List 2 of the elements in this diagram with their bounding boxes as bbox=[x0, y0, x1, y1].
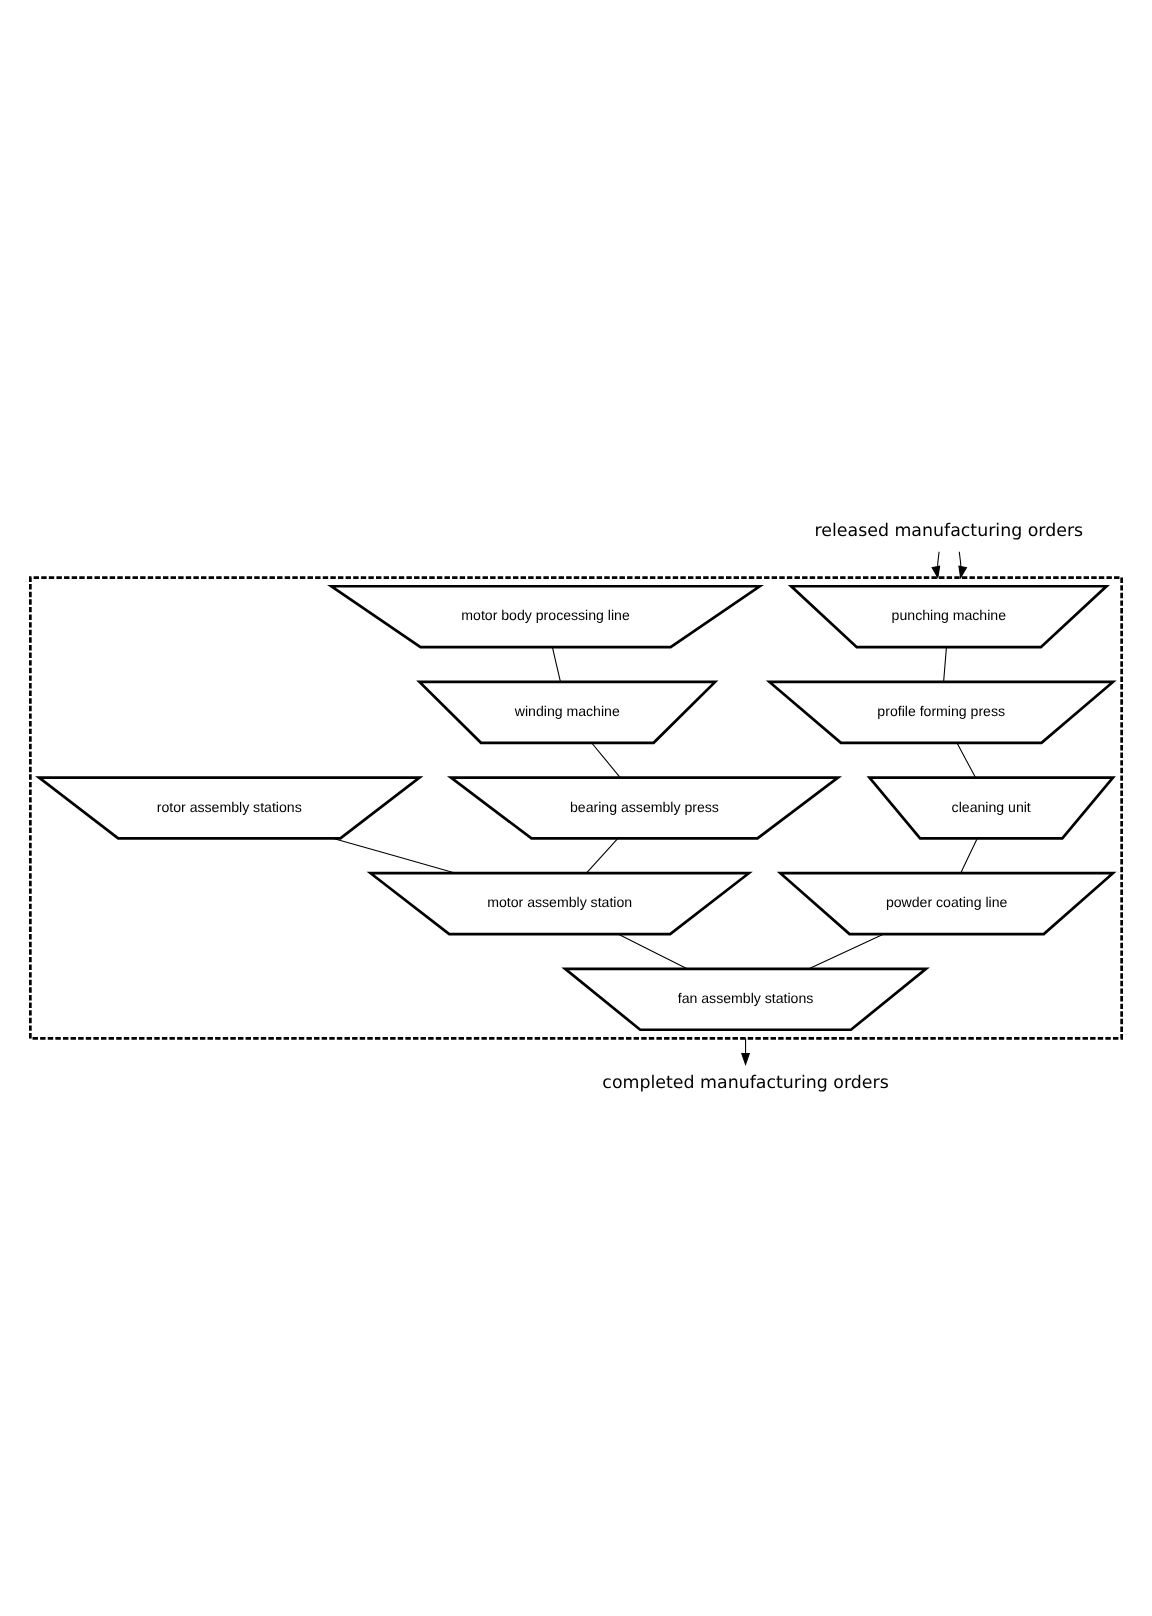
node-text: released manufacturing orders bbox=[814, 522, 1084, 543]
node-text: completed manufacturing orders bbox=[602, 1074, 889, 1095]
